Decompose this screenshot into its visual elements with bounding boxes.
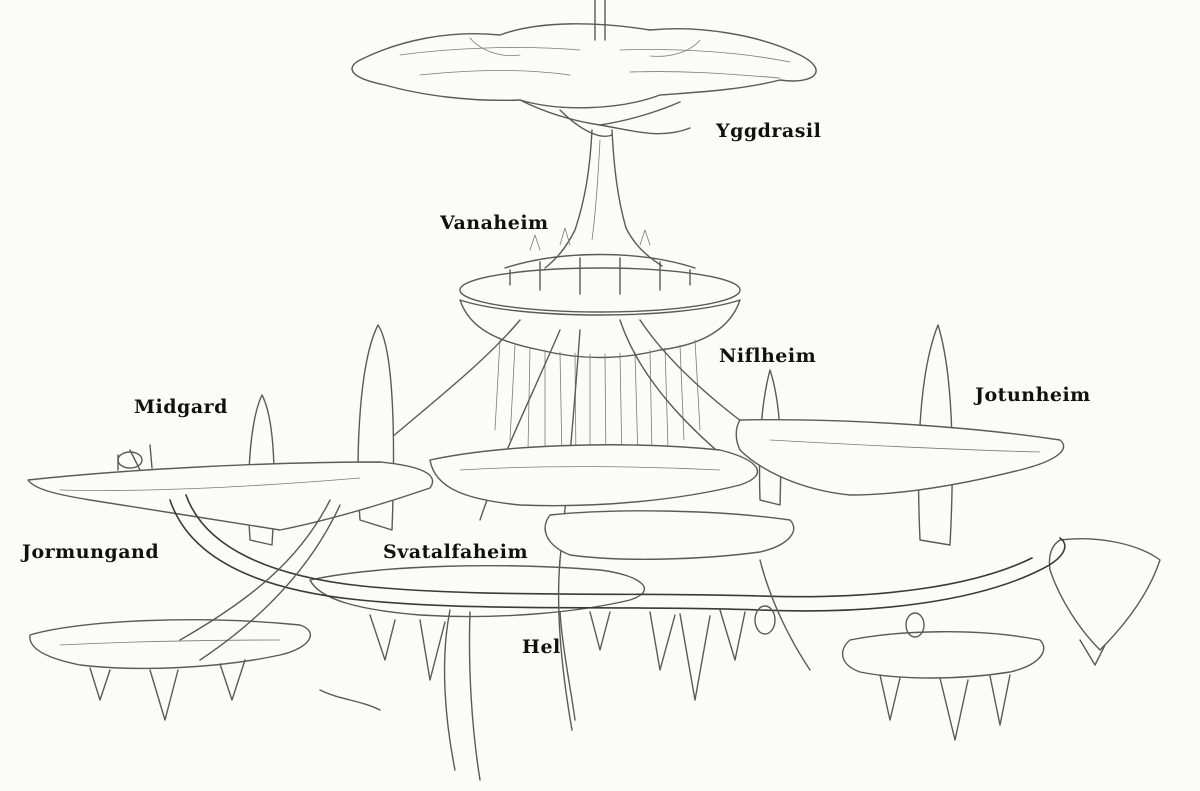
tree-trunk	[544, 129, 663, 269]
label-midgard: Midgard	[134, 396, 228, 418]
niflheim-island	[429, 444, 759, 507]
label-niflheim: Niflheim	[719, 345, 817, 367]
label-jormungand: Jormungand	[22, 541, 160, 563]
tree-canopy	[351, 23, 817, 137]
lower-right-island	[841, 538, 1161, 679]
lower-roots	[179, 499, 811, 781]
label-yggdrasil: Yggdrasil	[716, 120, 822, 142]
vanaheim-roots	[299, 319, 831, 721]
midgard-island	[27, 444, 434, 531]
jormungand-serpent	[169, 494, 1066, 638]
svartalfaheim-island	[309, 510, 795, 618]
label-svartalfaheim: Svatalfaheim	[383, 541, 529, 563]
lower-left-island	[29, 619, 312, 670]
jotunheim-island	[735, 418, 1065, 496]
label-vanaheim: Vanaheim	[440, 212, 549, 234]
label-hel: Hel	[522, 636, 561, 658]
vanaheim-island	[459, 227, 741, 359]
stalactites	[89, 609, 1106, 741]
tree-pole	[594, 0, 606, 41]
label-jotunheim: Jotunheim	[975, 384, 1091, 406]
